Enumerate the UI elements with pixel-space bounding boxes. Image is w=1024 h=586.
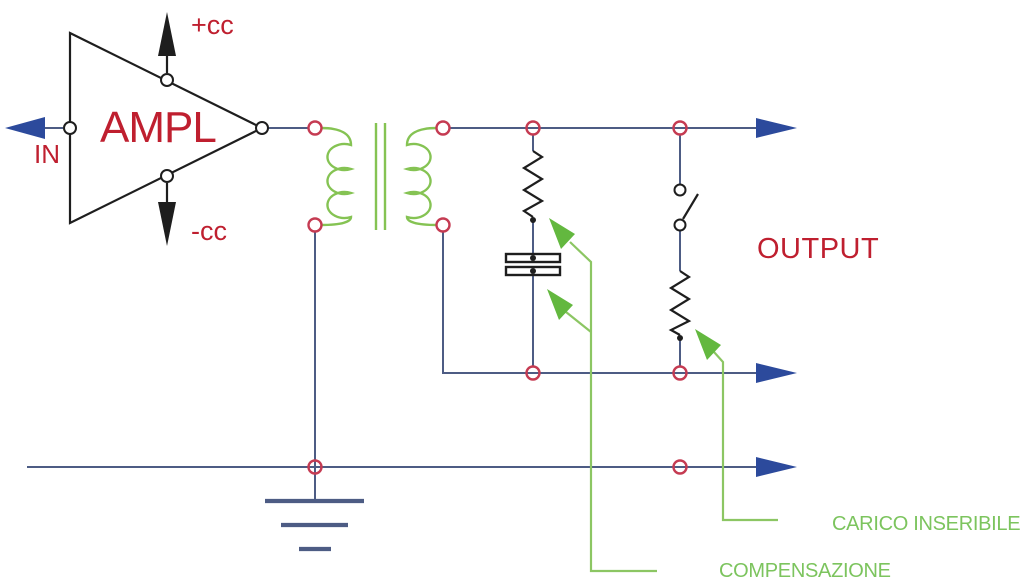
lower-output-rail [442,232,757,374]
terminal-load-top [672,120,688,136]
load-pointer-line [713,351,778,522]
terminal-nodes [307,120,688,475]
output-arrow-mid-icon [756,363,797,383]
signal-arrows [5,117,797,477]
positive-supply-label: +cc [191,10,234,40]
output-label: OUTPUT [757,233,879,265]
junction-dot [677,335,683,341]
compensation-arrow-1-icon [549,218,575,249]
positive-supply-arrow-icon [158,12,176,56]
compensation-network [504,150,562,277]
compensation-arrow-2-icon [547,289,573,320]
amp-output-pin [255,121,269,135]
ground-symbol [265,498,364,552]
compensation-resistor [521,150,545,218]
load-resistor [668,270,692,336]
output-arrow-top-icon [756,118,797,138]
amplifier-symbol [63,12,269,246]
labels: IN AMPL +cc -cc OUTPUT CARICO INSERIBILE… [34,10,1021,582]
load-arrow-icon [695,329,721,360]
callout-pointers [547,218,778,573]
compensation-pointer-tail-2 [565,311,592,333]
terminal-compensation-top [525,120,541,136]
transformer-core [374,123,387,230]
negative-supply-arrow-icon [158,202,176,246]
wires [27,127,757,499]
terminal-transformer-secondary-bottom [435,217,451,233]
switch-contact-bottom [673,218,687,232]
terminal-ground-left [307,459,323,475]
terminal-transformer-secondary-top [435,120,451,136]
compensation-label: COMPENSAZIONE [719,560,891,582]
input-label: IN [34,139,60,169]
transformer-secondary-winding [403,126,438,227]
terminal-load-bottom [672,365,688,381]
compensation-pointer-line [569,241,657,573]
junction-dot [530,268,536,274]
insertable-load-branch [668,183,699,341]
junction-dot [530,255,536,261]
negative-supply-label: -cc [191,216,227,246]
terminal-ground-right [672,459,688,475]
output-arrow-ground-icon [756,457,797,477]
amplifier-label: AMPL [100,103,216,152]
transformer-primary-winding [320,126,355,227]
input-arrow-icon [5,117,45,139]
terminal-transformer-primary-top [307,120,323,136]
switch-blade [682,193,699,220]
switch-contact-top [673,183,687,197]
terminal-transformer-primary-bottom [307,217,323,233]
junction-dot [530,217,536,223]
amp-positive-supply-pin [160,73,174,87]
amp-input-pin [63,121,77,135]
transformer-symbol [320,123,438,230]
insertable-load-label: CARICO INSERIBILE [832,513,1020,535]
amp-negative-supply-pin [160,169,174,183]
terminal-compensation-bottom [525,365,541,381]
